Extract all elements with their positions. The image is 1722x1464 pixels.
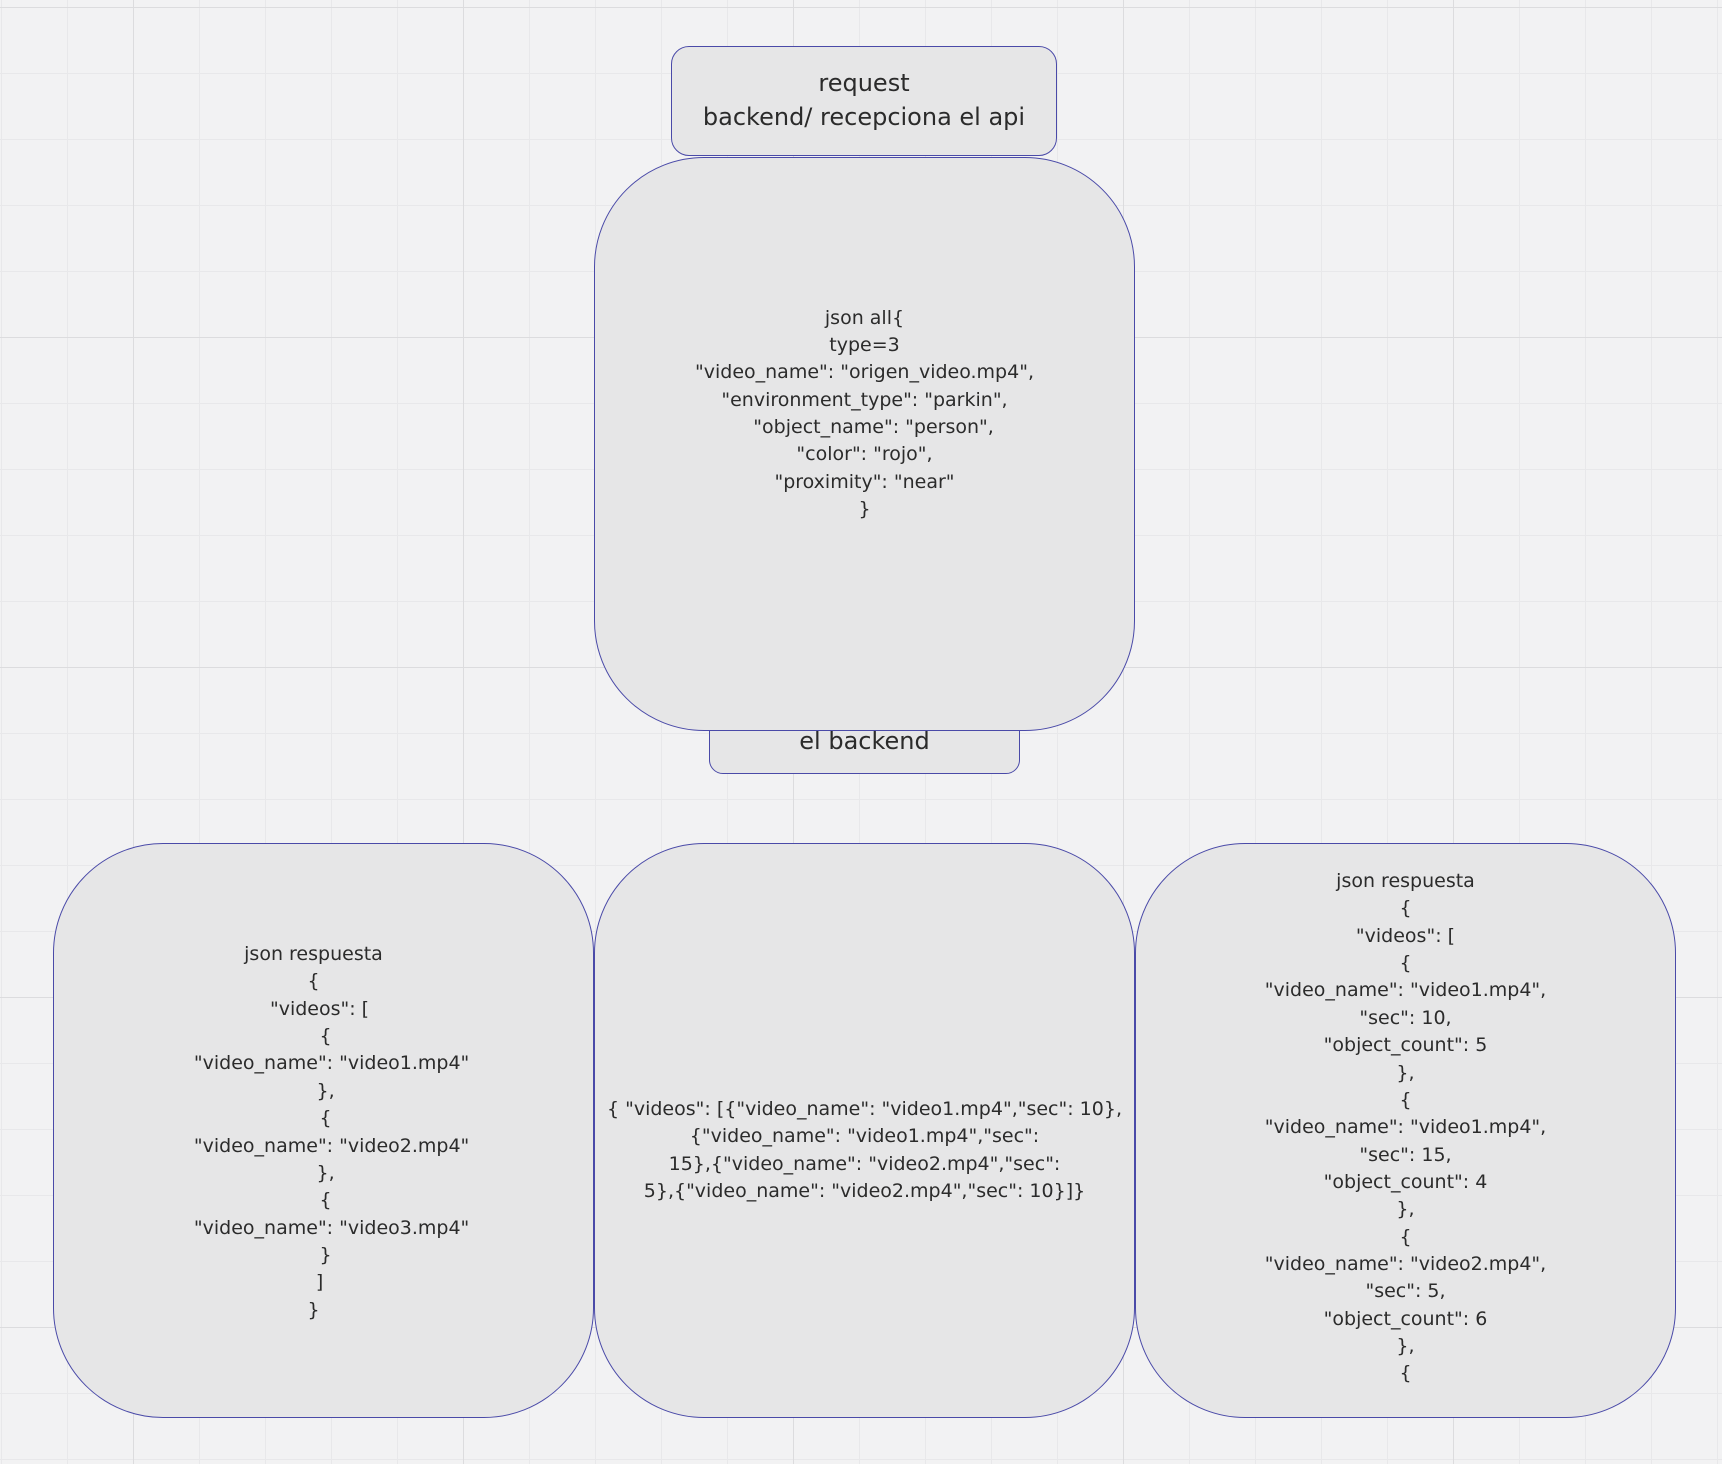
json-response-middle-box[interactable]: { "videos": [{"video_name": "video1.mp4"… bbox=[594, 843, 1135, 1418]
json-response-right-text: json respuesta { "videos": [ { "video_na… bbox=[1264, 870, 1547, 1385]
request-box[interactable]: request backend/ recepciona el api bbox=[671, 46, 1057, 156]
json-response-left-box[interactable]: json respuesta { "videos": [ { "video_na… bbox=[53, 843, 594, 1418]
json-response-right-box[interactable]: json respuesta { "videos": [ { "video_na… bbox=[1135, 843, 1676, 1418]
json-response-middle-text: { "videos": [{"video_name": "video1.mp4"… bbox=[606, 1097, 1122, 1202]
json-all-text: json all{ type=3 "video_name": "origen_v… bbox=[695, 306, 1034, 521]
backend-box-text: el backend bbox=[799, 727, 930, 756]
request-box-text: request backend/ recepciona el api bbox=[702, 69, 1026, 131]
json-all-box[interactable]: json all{ type=3 "video_name": "origen_v… bbox=[594, 157, 1135, 731]
json-response-left-text: json respuesta { "videos": [ { "video_na… bbox=[193, 942, 470, 1321]
